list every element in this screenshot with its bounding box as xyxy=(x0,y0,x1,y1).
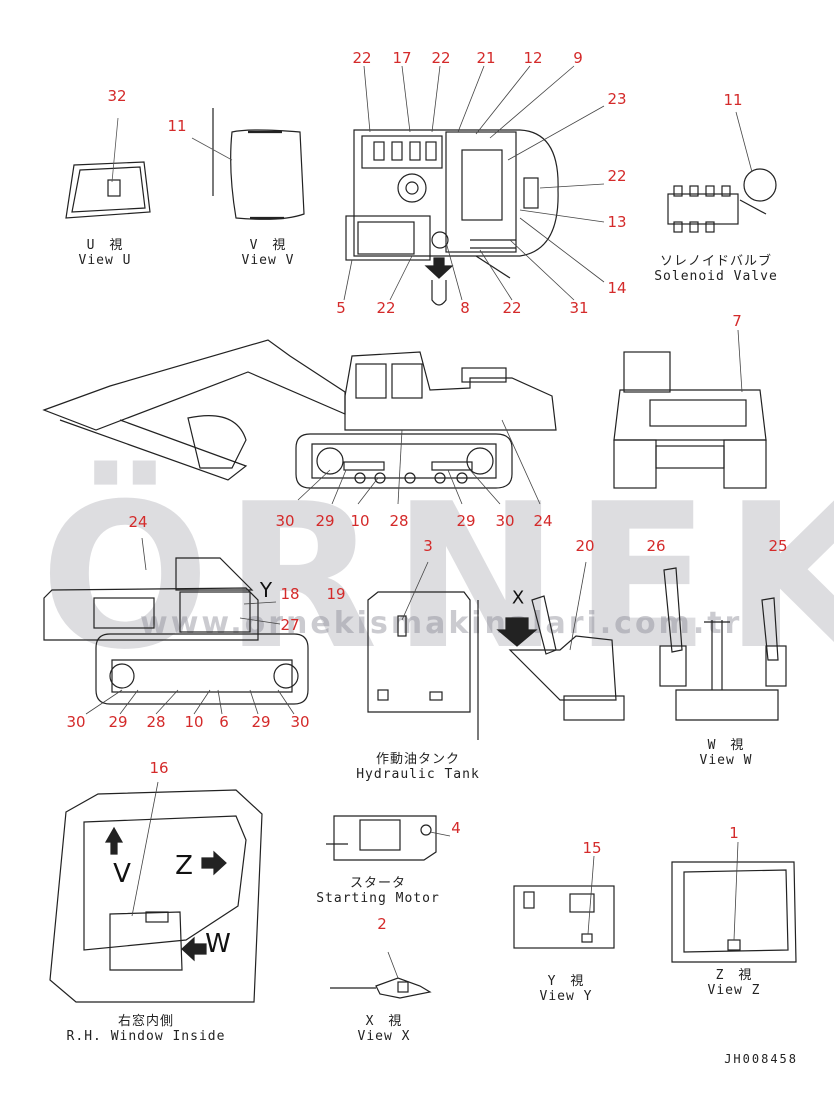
callout-22: 22 xyxy=(376,299,396,317)
callout-29: 29 xyxy=(251,713,271,731)
caption-view-w: W 視 View W xyxy=(699,738,753,768)
callout-21: 21 xyxy=(476,49,496,67)
caption-solenoid-valve: ソレノイドバルブ Solenoid Valve xyxy=(654,254,778,284)
view-letter-z: Z xyxy=(175,851,193,881)
callout-26: 26 xyxy=(646,537,666,555)
callout-29: 29 xyxy=(108,713,128,731)
callout-5: 5 xyxy=(336,299,346,317)
caption-view-z: Z 視 View Z xyxy=(707,968,761,998)
callout-29: 29 xyxy=(315,512,335,530)
view-letter-w: W xyxy=(205,929,231,959)
callout-22: 22 xyxy=(502,299,522,317)
caption-rh-window-inside: 右窓内側 R.H. Window Inside xyxy=(66,1014,226,1044)
callout-11: 11 xyxy=(723,91,743,109)
callout-30: 30 xyxy=(495,512,515,530)
callout-7: 7 xyxy=(732,312,742,330)
callout-10: 10 xyxy=(184,713,204,731)
callout-22: 22 xyxy=(431,49,451,67)
watermark-text: ÖRNEK xyxy=(40,461,834,694)
callout-14: 14 xyxy=(607,279,627,297)
watermark-url: www.ornekismakinalari.com.tr xyxy=(140,606,743,641)
view-letter-v: V xyxy=(113,859,131,889)
callout-20: 20 xyxy=(575,537,595,555)
callout-9: 9 xyxy=(573,49,583,67)
callout-28: 28 xyxy=(389,512,409,530)
lever-drawing xyxy=(496,561,625,721)
view-w-drawing xyxy=(659,567,787,721)
hydraulic-tank-drawing xyxy=(367,561,479,740)
view-z-drawing xyxy=(671,841,797,963)
solenoid-valve-drawing xyxy=(667,111,777,233)
callout-6: 6 xyxy=(219,713,229,731)
callout-24: 24 xyxy=(533,512,553,530)
callout-31: 31 xyxy=(569,299,589,317)
view-v-drawing xyxy=(191,108,305,220)
callout-25: 25 xyxy=(768,537,788,555)
callout-22: 22 xyxy=(607,167,627,185)
callout-23: 23 xyxy=(607,90,627,108)
caption-starting-motor: スタータ Starting Motor xyxy=(316,876,440,906)
rear-view-drawing xyxy=(613,329,767,489)
callout-13: 13 xyxy=(607,213,627,231)
callout-32: 32 xyxy=(107,87,127,105)
callout-19: 19 xyxy=(326,585,346,603)
view-letter-y: Y xyxy=(259,578,273,602)
callout-3: 3 xyxy=(423,537,433,555)
callout-10: 10 xyxy=(350,512,370,530)
callout-30: 30 xyxy=(290,713,310,731)
view-y-drawing xyxy=(513,855,615,949)
callout-24: 24 xyxy=(128,513,148,531)
callout-28: 28 xyxy=(146,713,166,731)
callout-11: 11 xyxy=(167,117,187,135)
caption-view-y: Y 視 View Y xyxy=(539,974,593,1004)
callout-8: 8 xyxy=(460,299,470,317)
callout-22: 22 xyxy=(352,49,372,67)
callout-30: 30 xyxy=(66,713,86,731)
callout-1: 1 xyxy=(729,824,739,842)
window-inside-drawing xyxy=(49,781,263,1003)
callout-17: 17 xyxy=(392,49,412,67)
callout-15: 15 xyxy=(582,839,602,857)
callout-2: 2 xyxy=(377,915,387,933)
top-view-drawing xyxy=(343,65,605,306)
callout-29: 29 xyxy=(456,512,476,530)
callout-27: 27 xyxy=(280,616,300,634)
callout-18: 18 xyxy=(280,585,300,603)
caption-view-u: U 視 View U xyxy=(78,238,132,268)
excavator-side-drawing xyxy=(42,339,557,505)
callout-12: 12 xyxy=(523,49,543,67)
callout-30: 30 xyxy=(275,512,295,530)
callout-4: 4 xyxy=(451,819,461,837)
view-u-drawing xyxy=(65,117,151,219)
caption-view-x: X 視 View X xyxy=(357,1014,411,1044)
callout-16: 16 xyxy=(149,759,169,777)
view-letter-x: X xyxy=(511,587,525,609)
starting-motor-drawing xyxy=(326,815,451,861)
view-x-drawing xyxy=(330,951,432,999)
document-id: JH008458 xyxy=(724,1052,798,1066)
excavator-side2-drawing xyxy=(43,537,309,715)
caption-view-v: V 視 View V xyxy=(241,238,295,268)
caption-hydraulic-tank: 作動油タンク Hydraulic Tank xyxy=(356,752,480,782)
